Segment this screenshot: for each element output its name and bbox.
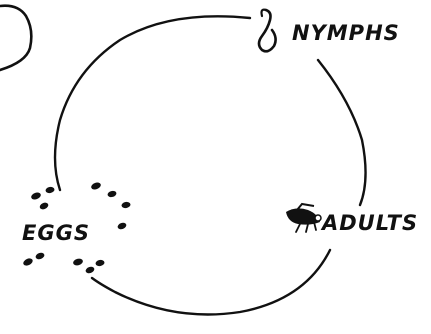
cycle-arc-eggs-to-nymphs <box>55 16 250 190</box>
adult-insect-icon <box>286 204 321 232</box>
corner-partial-shape <box>0 6 31 70</box>
label-nymphs: NYMPHS <box>292 21 400 45</box>
cycle-arc-adults-to-eggs <box>92 250 330 315</box>
label-adults: ADULTS <box>320 211 418 235</box>
label-eggs: EGGS <box>22 221 90 245</box>
nymph-icon <box>259 10 276 52</box>
cycle-arc-nymphs-to-adults <box>318 60 366 205</box>
